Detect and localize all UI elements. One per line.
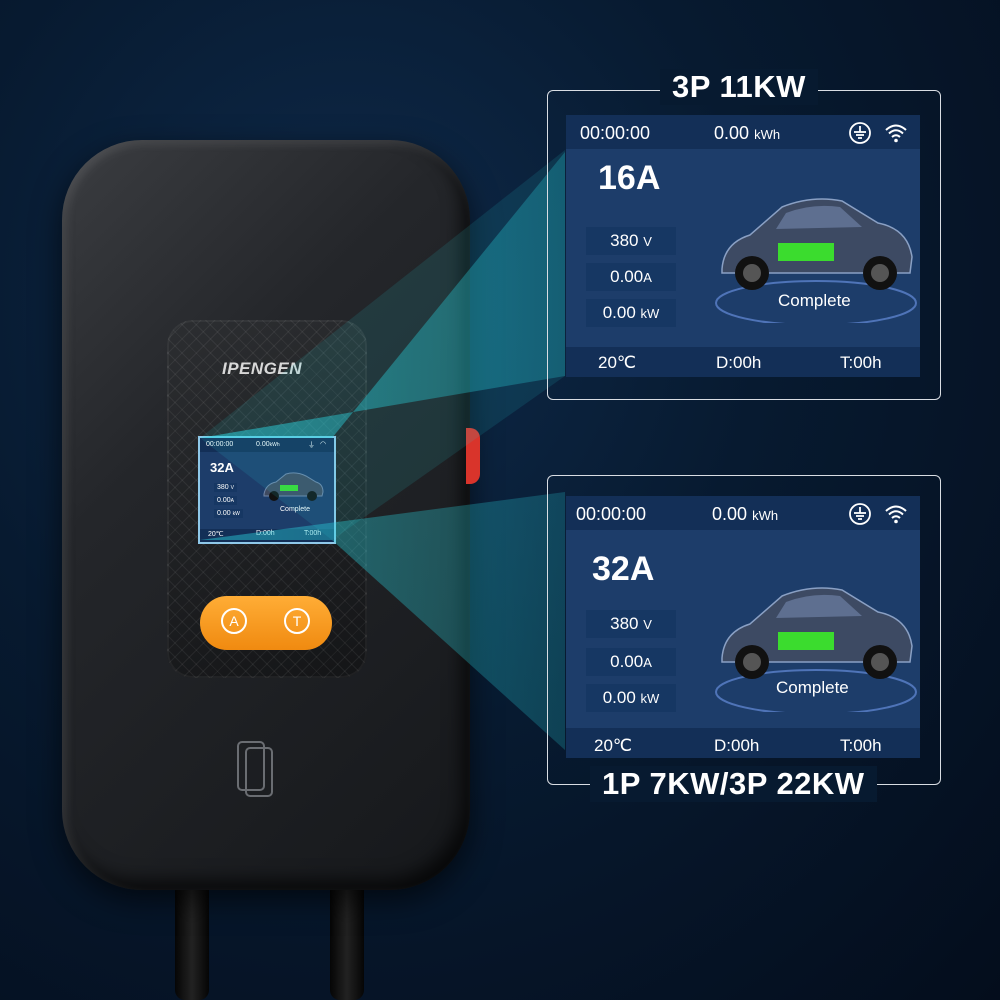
temperature: 20℃ — [594, 736, 633, 755]
ground-icon — [849, 503, 871, 525]
current-value: 32A — [592, 550, 655, 588]
mini-status: Complete — [280, 506, 310, 513]
temperature: 20℃ — [598, 353, 637, 372]
mini-voltage: 380 V — [214, 483, 237, 492]
brand-logo: IPENGEN — [222, 359, 303, 378]
wifi-icon — [885, 505, 907, 524]
power-box: 0.00 kW — [586, 684, 676, 712]
amps-box: 0.00A — [586, 648, 676, 676]
current-value: 16A — [598, 159, 661, 197]
t-button[interactable]: T — [284, 608, 310, 634]
wifi-icon — [885, 124, 907, 143]
mini-ground-icon: ⏚ — [308, 442, 315, 449]
status-text: Complete — [778, 291, 851, 310]
mini-current: 32A — [210, 460, 234, 475]
mini-energy: 0.00kWh — [256, 441, 280, 448]
control-button-pad — [200, 596, 332, 650]
mini-wifi-icon: ◠ — [320, 441, 327, 448]
mini-temp: 20℃ — [208, 531, 224, 538]
mini-amps: 0.00A — [214, 496, 237, 505]
ground-icon — [849, 122, 871, 144]
a-button[interactable]: A — [221, 608, 247, 634]
status-text: Complete — [776, 678, 849, 697]
duration: D:00h — [714, 736, 760, 755]
voltage-box: 380 V — [586, 610, 676, 638]
mini-car-icon — [263, 472, 324, 501]
energy: 0.00 kWh — [714, 123, 781, 143]
power-box: 0.00 kW — [586, 299, 676, 327]
energy: 0.00 kWh — [712, 504, 779, 524]
car-icon — [715, 198, 917, 323]
mini-power: 0.00 kW — [214, 509, 243, 518]
device-display: 00:00:00 0.00kWh ⏚ ◠ 32A 380 V 0.00A 0.0… — [198, 436, 336, 544]
amps-box: 0.00A — [586, 263, 676, 291]
duration: D:00h — [716, 353, 762, 372]
rfid-card-icon — [237, 741, 273, 797]
mini-total: T:00h — [304, 530, 322, 537]
timer: 00:00:00 — [576, 504, 647, 524]
mini-duration: D:00h — [256, 530, 275, 537]
mini-timer: 00:00:00 — [206, 441, 234, 448]
screen-label: 1P 7KW/3P 22KW — [590, 766, 877, 802]
display-screen: 00:00:00 0.00 kWh 32A 380 V 0.00A 0.00 k… — [566, 496, 920, 758]
screen-label: 3P 11KW — [660, 69, 818, 105]
status-led — [466, 428, 480, 484]
timer-total: T:00h — [840, 736, 882, 755]
timer-total: T:00h — [840, 353, 882, 372]
zoom-screen-3p11kw: 3P 11KW 00:00:00 0.00 kWh 16A 380 V 0.00… — [547, 69, 941, 400]
display-screen: 00:00:00 0.00 kWh 16A 380 V 0.00A 0.00 k… — [566, 115, 920, 377]
zoom-screen-1p7kw-3p22kw: 1P 7KW/3P 22KW 00:00:00 0.00 kWh 32A 380… — [547, 475, 941, 802]
timer: 00:00:00 — [580, 123, 651, 143]
car-icon — [715, 587, 917, 712]
voltage-box: 380 V — [586, 227, 676, 255]
